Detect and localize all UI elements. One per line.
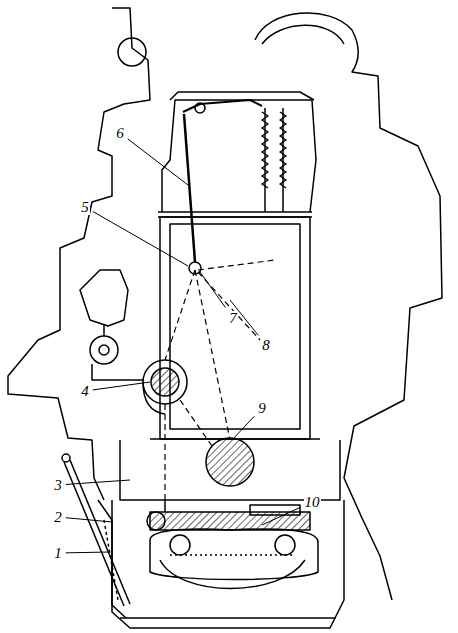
callout-number: 6 <box>115 126 125 141</box>
callout-number: 7 <box>228 311 238 326</box>
leader-line <box>200 272 225 308</box>
callout-number: 10 <box>304 495 321 510</box>
leader-line <box>66 480 130 484</box>
callout-number: 9 <box>257 401 267 416</box>
leader-line <box>262 507 301 525</box>
leader-line <box>66 518 112 522</box>
leader-line <box>93 211 188 266</box>
callout-number: 8 <box>261 338 271 353</box>
callout-number: 3 <box>53 478 63 493</box>
leader-line <box>93 382 150 390</box>
callout-number: 2 <box>53 510 63 525</box>
leader-line <box>232 416 254 440</box>
callout-number: 5 <box>80 200 90 215</box>
callout-number: 1 <box>53 546 63 561</box>
leader-line <box>66 552 110 554</box>
leader-line <box>128 139 188 185</box>
callout-number: 4 <box>80 384 90 399</box>
